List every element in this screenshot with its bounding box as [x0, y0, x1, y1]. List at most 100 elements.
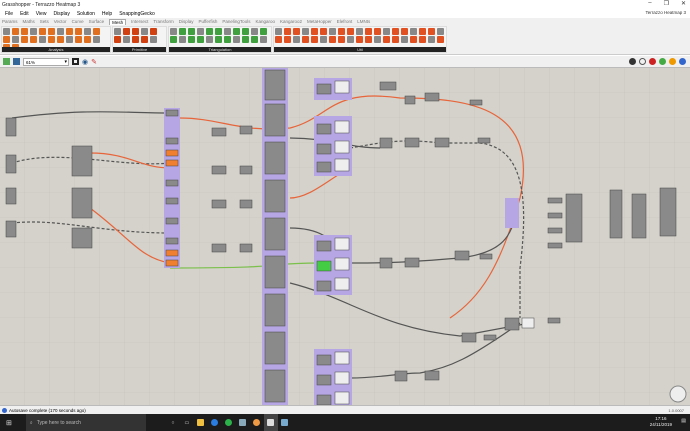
component-icon[interactable] [197, 36, 204, 43]
component-icon[interactable] [392, 28, 399, 35]
component-icon[interactable] [84, 36, 91, 43]
tab-panelingtools[interactable]: PanelingTools [222, 19, 251, 24]
component-icon[interactable] [48, 28, 55, 35]
component-icon[interactable] [374, 36, 381, 43]
tab-params[interactable]: Params [2, 19, 18, 24]
group-label[interactable]: Analysis [2, 47, 110, 52]
component-icon[interactable] [302, 36, 309, 43]
component-icon[interactable] [179, 36, 186, 43]
component-icon[interactable] [93, 36, 100, 43]
component-icon[interactable] [233, 36, 240, 43]
component-icon[interactable] [242, 36, 249, 43]
component-icon[interactable] [293, 36, 300, 43]
tab-metahopper[interactable]: MetaHopper [307, 19, 332, 24]
component-icon[interactable] [311, 28, 318, 35]
component-icon[interactable] [311, 36, 318, 43]
windows-start-icon[interactable]: ⊞ [6, 419, 12, 427]
component-icon[interactable] [206, 28, 213, 35]
component-icon[interactable] [347, 28, 354, 35]
tab-intersect[interactable]: Intersect [131, 19, 149, 24]
zoom-extents-icon[interactable] [72, 58, 79, 65]
menu-display[interactable]: Display [53, 10, 70, 17]
component-icon[interactable] [39, 36, 46, 43]
component-icon[interactable] [329, 36, 336, 43]
component-icon[interactable] [338, 28, 345, 35]
component-icon[interactable] [383, 36, 390, 43]
menu-edit[interactable]: Edit [20, 10, 29, 17]
tab-kangaroo2[interactable]: Kangaroo2 [279, 19, 303, 24]
navigation-compass[interactable] [669, 385, 687, 403]
component-icon[interactable] [84, 28, 91, 35]
preview-settings-icon[interactable] [669, 58, 676, 65]
tab-display[interactable]: Display [178, 19, 194, 24]
tab-sets[interactable]: Sets [39, 19, 49, 24]
taskbar-search[interactable]: ⌕ Type here to search [25, 414, 146, 431]
component-icon[interactable] [428, 36, 435, 43]
component-icon[interactable] [188, 28, 195, 35]
component-icon[interactable] [75, 28, 82, 35]
components[interactable] [5, 69, 677, 406]
component-icon[interactable] [170, 36, 177, 43]
component-icon[interactable] [260, 36, 267, 43]
component-icon[interactable] [21, 36, 28, 43]
component-icon[interactable] [30, 28, 37, 35]
component-icon[interactable] [356, 28, 363, 35]
bake-icon[interactable] [659, 58, 666, 65]
component-icon[interactable] [48, 36, 55, 43]
component-icon[interactable] [374, 28, 381, 35]
tab-lmnts[interactable]: LMNts [357, 19, 371, 24]
component-icon[interactable] [39, 28, 46, 35]
component-icon[interactable] [302, 28, 309, 35]
component-icon[interactable] [329, 28, 336, 35]
group-label[interactable]: Util [274, 47, 446, 52]
component-icon[interactable] [284, 36, 291, 43]
component-icon[interactable] [428, 28, 435, 35]
component-icon[interactable] [141, 36, 148, 43]
component-icon[interactable] [66, 36, 73, 43]
component-icon[interactable] [224, 36, 231, 43]
component-icon[interactable] [75, 36, 82, 43]
component-icon[interactable] [21, 28, 28, 35]
component-icon[interactable] [260, 28, 267, 35]
component-icon[interactable] [275, 28, 282, 35]
close-button[interactable]: ✕ [680, 1, 686, 7]
component-icon[interactable] [242, 28, 249, 35]
node-graph[interactable] [0, 68, 690, 407]
component-icon[interactable] [3, 28, 10, 35]
component-icon[interactable] [132, 28, 139, 35]
menu-view[interactable]: View [35, 10, 47, 17]
notes-icon[interactable] [236, 414, 250, 431]
menu-solution[interactable]: Solution [76, 10, 95, 17]
component-icon[interactable] [12, 36, 19, 43]
component-icon[interactable] [383, 28, 390, 35]
component-icon[interactable] [251, 36, 258, 43]
component-icon[interactable] [12, 28, 19, 35]
zoom-select[interactable]: 61% [23, 57, 69, 66]
component-icon[interactable] [197, 28, 204, 35]
taskbar-clock[interactable]: 17:16 24/11/2019 [650, 416, 672, 428]
component-icon[interactable] [179, 28, 186, 35]
group-label[interactable]: Primitive [113, 47, 166, 52]
tab-elefront[interactable]: Elefront [336, 19, 353, 24]
component-icon[interactable] [284, 28, 291, 35]
menu-help[interactable]: Help [101, 10, 113, 17]
component-icon[interactable] [123, 28, 130, 35]
globe-icon[interactable] [679, 58, 686, 65]
app-icon-blue[interactable] [208, 414, 222, 431]
component-icon[interactable] [365, 36, 372, 43]
component-icon[interactable] [215, 36, 222, 43]
cortana-icon[interactable]: ○ [171, 419, 175, 426]
restore-button[interactable]: ❐ [663, 1, 669, 7]
component-icon[interactable] [437, 36, 444, 43]
component-icon[interactable] [57, 28, 64, 35]
task-view-icon[interactable]: ▭ [184, 419, 190, 426]
component-icon[interactable] [132, 36, 139, 43]
component-icon[interactable] [123, 36, 130, 43]
component-icon[interactable] [320, 36, 327, 43]
whatsapp-icon[interactable] [222, 414, 236, 431]
grasshopper-canvas[interactable] [0, 68, 690, 407]
component-icon[interactable] [401, 28, 408, 35]
tab-maths[interactable]: Maths [22, 19, 35, 24]
menu-snappinggecko[interactable]: SnappingGecko [119, 10, 155, 17]
minimize-button[interactable]: – [648, 0, 652, 6]
